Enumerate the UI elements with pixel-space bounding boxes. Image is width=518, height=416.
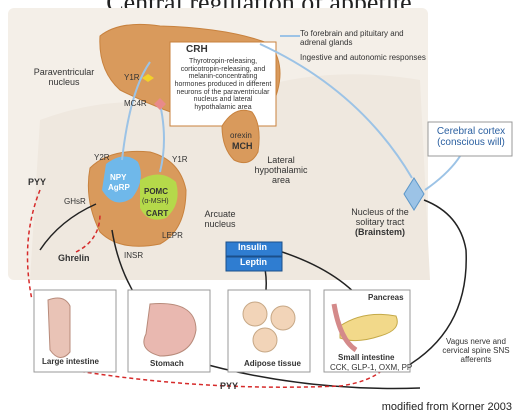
stomach-label: Stomach <box>150 360 184 369</box>
paraventricular-label: Paraventricular nucleus <box>24 68 104 88</box>
pyy-top-label: PYY <box>28 178 46 188</box>
insr-label: INSR <box>124 252 143 261</box>
forebrain-label: To forebrain and pituitary and adrenal g… <box>300 30 420 48</box>
ghrelin-label: Ghrelin <box>58 254 90 264</box>
large-intestine-icon <box>48 298 70 358</box>
hormones-label: CCK, GLP-1, OXM, PP <box>330 364 412 373</box>
cerebral-cortex-label: Cerebral cortex (conscious will) <box>432 126 510 148</box>
adipose-cell-icon-2 <box>271 306 295 330</box>
lepr-label: LEPR <box>162 232 183 241</box>
y1r-top-label: Y1R <box>124 74 140 83</box>
vagus-label: Vagus nerve and cervical spine SNS affer… <box>438 338 514 364</box>
crh-label: CRH <box>186 44 208 55</box>
cart-label: CART <box>146 210 168 219</box>
pancreas-label: Pancreas <box>368 294 404 303</box>
large-intestine-label: Large intestine <box>42 358 99 367</box>
y1r-label: Y1R <box>172 156 188 165</box>
lateral-hypothalamic-label: Lateral hypothalamic area <box>246 156 316 186</box>
amsh-label: (α-MSH) <box>142 198 169 206</box>
mch-label: MCH <box>232 142 253 152</box>
pyy-bottom-label: PYY <box>220 382 238 392</box>
ghsr-label: GHsR <box>64 198 86 207</box>
nts-label: Nucleus of the solitary tract <box>340 208 420 228</box>
crh-description: Thyrotropin-releasing, corticotropin-rel… <box>173 58 273 112</box>
adipose-cell-icon <box>243 302 267 326</box>
mc4r-label: MC4R <box>124 100 147 109</box>
orexin-label: orexin <box>230 132 252 141</box>
adipose-label: Adipose tissue <box>244 360 301 369</box>
insulin-label: Insulin <box>238 243 267 253</box>
adipose-cell-icon-3 <box>253 328 277 352</box>
y2r-label: Y2R <box>94 154 110 163</box>
npy-label: NPY <box>110 174 126 183</box>
pomc-label: POMC <box>144 188 168 197</box>
ingestive-label: Ingestive and autonomic responses <box>300 54 430 63</box>
arcuate-label: Arcuate nucleus <box>190 210 250 230</box>
small-intestine-label: Small intestine <box>338 354 394 363</box>
credit-text: modified from Korner 2003 <box>382 401 512 413</box>
leptin-label: Leptin <box>240 258 267 268</box>
agrp-label: AgRP <box>108 184 130 193</box>
brainstem-label: (Brainstem) <box>350 228 410 238</box>
